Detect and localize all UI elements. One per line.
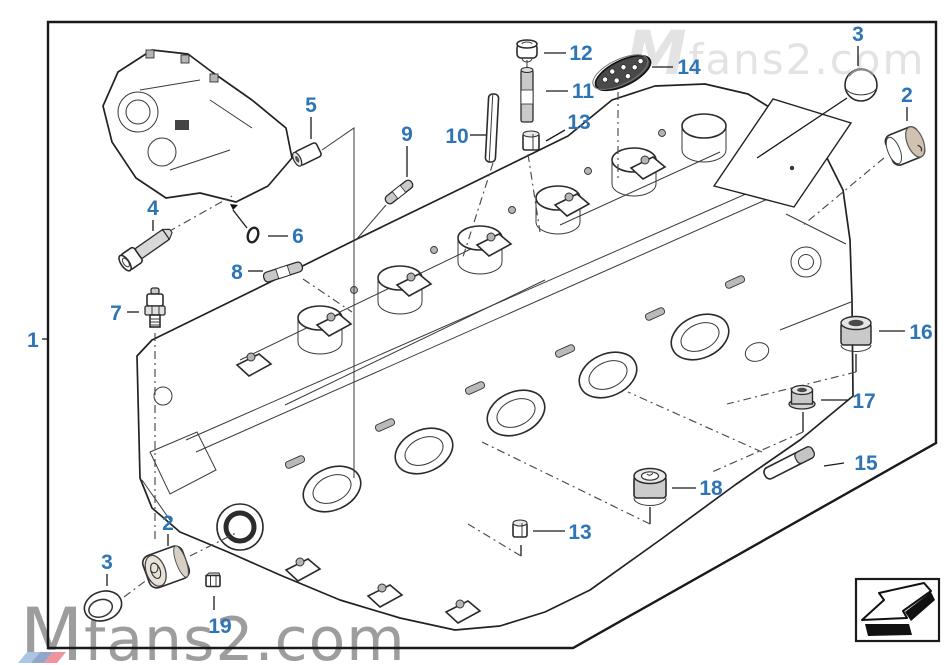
cylinder-head-drawing <box>136 83 854 631</box>
callout-3-top: 3 <box>852 23 864 46</box>
callout-17: 17 <box>852 390 875 413</box>
part-domecap-3-top <box>844 68 878 102</box>
tricolor-logo <box>18 652 66 663</box>
part-ring-3-bottom <box>83 590 123 622</box>
part-plate-14 <box>592 54 652 92</box>
callout-15: 15 <box>854 452 878 475</box>
part-capnut-12 <box>516 39 538 63</box>
callout-1: 1 <box>27 329 39 352</box>
callout-18: 18 <box>699 477 723 500</box>
cover-plane <box>712 98 853 208</box>
part-fitting-7 <box>144 287 166 328</box>
part-glyphs <box>83 39 926 622</box>
frame-border <box>46 20 938 650</box>
callout-9: 9 <box>401 123 413 146</box>
callout-8: 8 <box>231 261 243 284</box>
callout-6: 6 <box>292 225 304 248</box>
callout-3-bottom: 3 <box>101 551 113 574</box>
part-pin-10 <box>484 93 500 163</box>
direction-arrow-icon <box>861 582 935 636</box>
part-capnut-16 <box>840 315 872 352</box>
camshaft-housing-drawing <box>102 49 293 203</box>
part-plug-2-bottom <box>141 545 191 589</box>
callout-12: 12 <box>569 42 592 65</box>
callout-16: 16 <box>909 321 932 344</box>
part-sleeve-5 <box>292 142 322 167</box>
part-stud-11 <box>520 67 534 123</box>
part-oring-6 <box>246 226 260 244</box>
callout-13-top: 13 <box>567 111 590 134</box>
part-stud-8 <box>262 261 304 283</box>
callout-2-bottom: 2 <box>162 512 174 535</box>
part-bolt-4 <box>118 228 173 272</box>
callout-19: 19 <box>208 615 231 638</box>
part-bushing-18 <box>633 467 667 506</box>
callout-labels: 1 4 5 6 7 8 9 10 11 12 13 14 3 2 16 17 1… <box>27 23 933 638</box>
part-stud-15 <box>763 446 816 480</box>
callout-10: 10 <box>445 125 468 148</box>
callout-4: 4 <box>147 197 159 220</box>
callout-14: 14 <box>677 56 701 79</box>
part-stud-9 <box>384 179 414 205</box>
intake-ports <box>216 304 737 551</box>
part-plug-2-top <box>884 126 926 166</box>
part-nut-19 <box>204 572 221 588</box>
callout-7: 7 <box>110 302 122 325</box>
callout-11: 11 <box>572 80 595 103</box>
part-nut-13-bottom <box>512 519 528 538</box>
callout-13-bottom: 13 <box>568 521 591 544</box>
part-nut-13-top <box>522 130 540 151</box>
callout-2-top: 2 <box>901 84 913 107</box>
direction-arrow-box <box>854 577 941 643</box>
leader-lines <box>42 46 908 610</box>
callout-5: 5 <box>305 94 317 117</box>
part-nut-17 <box>788 384 816 410</box>
